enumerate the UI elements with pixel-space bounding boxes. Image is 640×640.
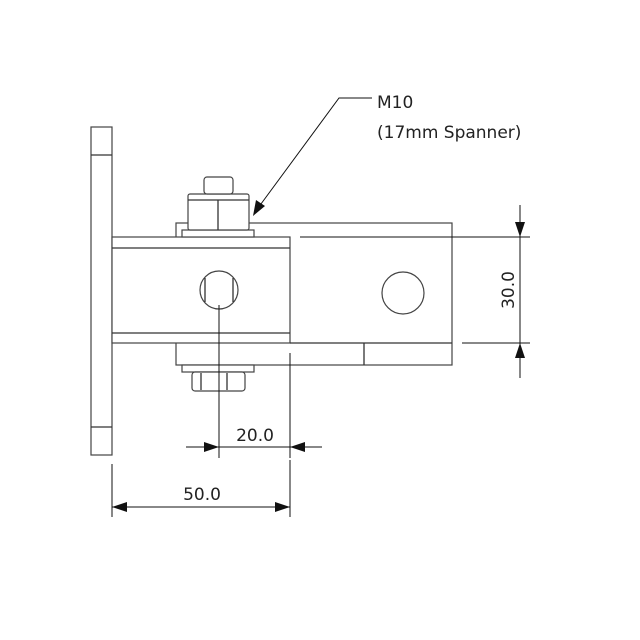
bolt-nut-bottom [181, 364, 255, 392]
bolt-nut-top [181, 176, 255, 238]
wall-plate [90, 126, 113, 456]
callout-leader [253, 97, 372, 216]
hole-plate [381, 271, 425, 315]
callout-thread: M10 [377, 93, 413, 113]
dimension-projection [111, 460, 291, 517]
dimension-hole-offset-label: 20.0 [236, 426, 274, 446]
hole-channel [199, 270, 239, 310]
callout-spanner: (17mm Spanner) [377, 123, 521, 143]
dimension-projection-label: 50.0 [183, 485, 221, 505]
dimension-hole-offset [186, 305, 322, 458]
dimension-height-label: 30.0 [499, 271, 519, 309]
dimension-height [300, 205, 530, 378]
